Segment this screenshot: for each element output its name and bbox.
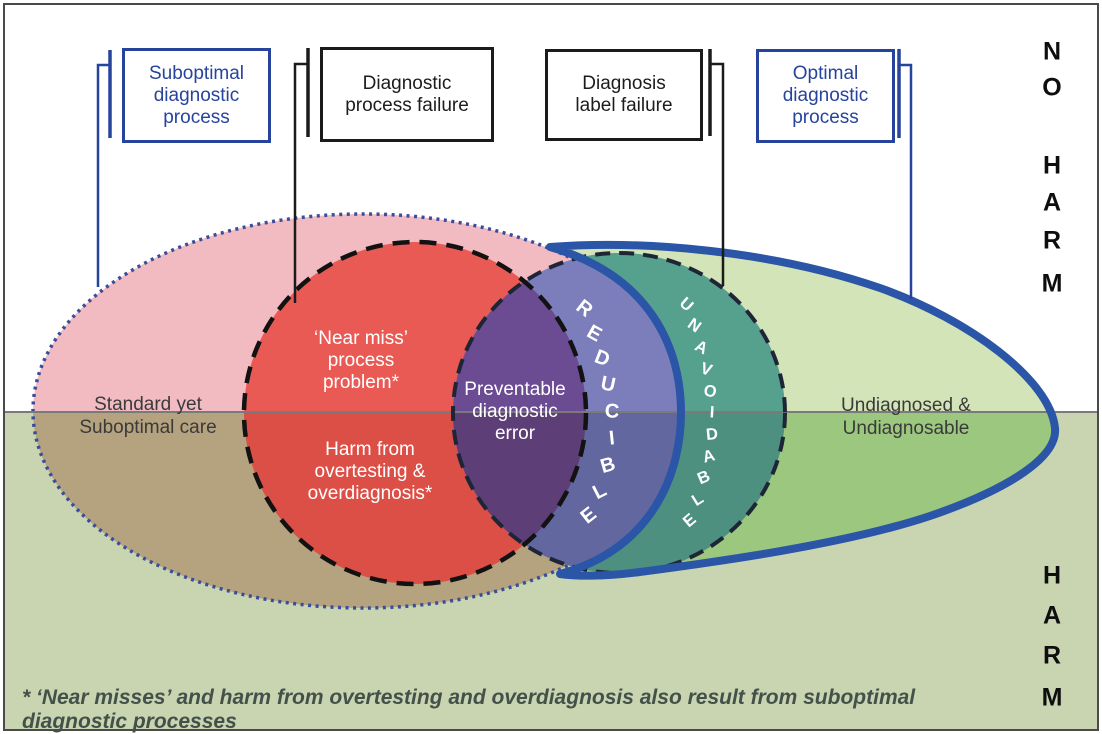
process-failure-dashed-border <box>241 239 589 587</box>
arc-letter: R <box>1042 641 1062 670</box>
leader-label-failure <box>710 62 725 286</box>
unavoidable-region-bottom <box>550 412 785 573</box>
leader-process-failure <box>293 62 308 303</box>
label-near-miss: ‘Near miss’ process problem* <box>314 328 408 393</box>
arc-letter: D <box>705 425 719 444</box>
arc-letter: A <box>1042 188 1062 217</box>
preventable-region-bottom <box>453 412 586 573</box>
box-optimal-diagnostic-process: Optimal diagnostic process <box>756 49 895 143</box>
arc-letter: C <box>604 400 620 423</box>
label-standard-suboptimal-care: Standard yet Suboptimal care <box>79 394 217 438</box>
arc-letter: H <box>1042 151 1062 180</box>
arc-letter: M <box>1041 269 1063 298</box>
arc-letter: R <box>1042 226 1062 255</box>
box-diagnostic-process-failure: Diagnostic process failure <box>320 47 494 142</box>
unavoidable-region-top <box>550 253 785 412</box>
arc-letter: O <box>1042 73 1062 102</box>
arc-letter: M <box>1041 683 1063 712</box>
footnote: * ‘Near misses’ and harm from overtestin… <box>22 686 916 733</box>
arc-letter: H <box>1042 561 1062 590</box>
label-harm-overtesting: Harm from overtesting & overdiagnosis* <box>307 439 433 504</box>
arc-letter: N <box>1042 37 1062 66</box>
label-preventable-error: Preventable diagnostic error <box>464 379 566 444</box>
box-suboptimal-diagnostic-process: Suboptimal diagnostic process <box>122 48 271 143</box>
label-undiagnosed: Undiagnosed & Undiagnosable <box>841 395 971 439</box>
label-failure-dashed-border <box>451 251 787 575</box>
box-diagnosis-label-failure: Diagnosis label failure <box>545 49 703 141</box>
preventable-region-top <box>453 253 586 412</box>
outer-frame <box>3 3 1099 731</box>
arc-letter: A <box>1042 601 1062 630</box>
optimal-blue-border <box>546 240 1060 580</box>
leader-suboptimal <box>96 63 110 287</box>
leader-optimal <box>899 63 913 299</box>
